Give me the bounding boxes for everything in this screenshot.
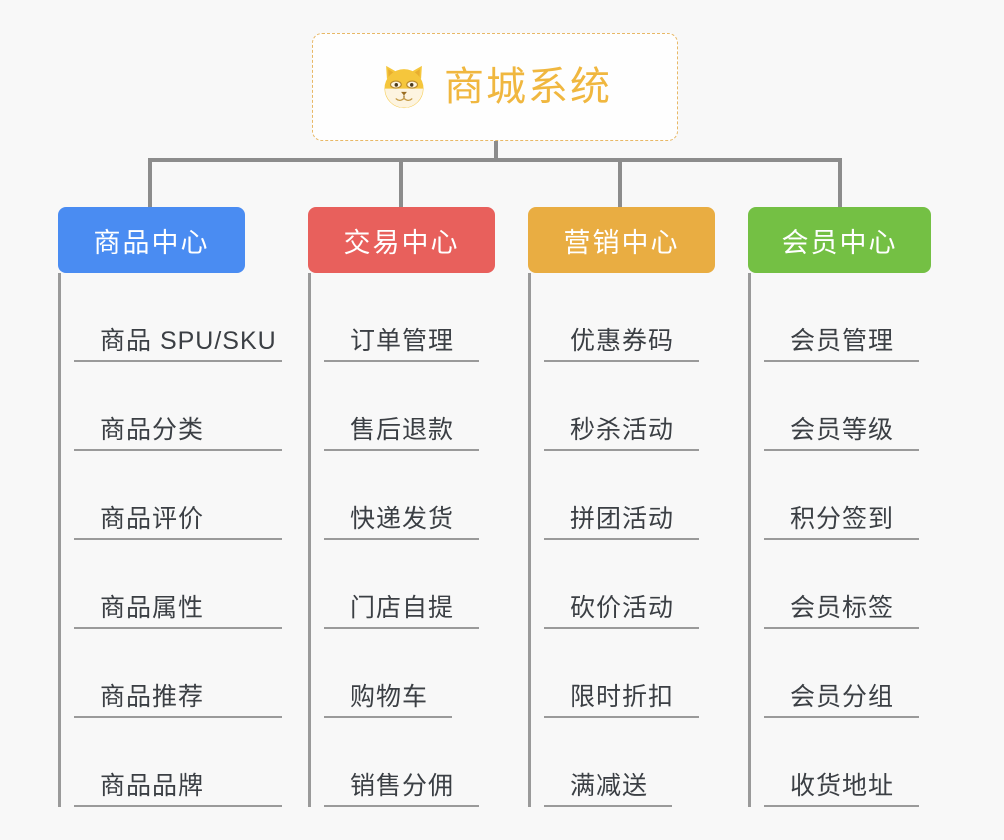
branch-item-list-trade: 订单管理 售后退款 快递发货 门店自提 购物车 销售分佣 [308,273,495,807]
list-item-divider [764,627,919,629]
list-item-label: 拼团活动 [570,504,675,533]
list-item-label: 商品属性 [100,593,205,622]
list-item[interactable]: 会员分组 [764,629,931,718]
list-item-label: 会员分组 [790,682,895,711]
list-item-divider [324,449,479,451]
list-item[interactable]: 售后退款 [324,362,495,451]
list-item-label: 秒杀活动 [570,415,675,444]
list-item[interactable]: 商品评价 [74,451,282,540]
list-item[interactable]: 商品 SPU/SKU [74,273,282,362]
list-item-divider [74,538,282,540]
list-item[interactable]: 商品品牌 [74,718,282,807]
list-item-label: 商品评价 [100,504,205,533]
list-item-divider [74,805,282,807]
list-item-label: 商品分类 [100,415,205,444]
branch-column-product: 商品中心 商品 SPU/SKU 商品分类 商品评价 商品属性 商品推荐 [58,207,282,807]
list-item-divider [764,538,919,540]
branch-header-marketing[interactable]: 营销中心 [528,207,715,273]
connector-horizontal-bus [150,158,840,162]
list-item-divider [544,449,699,451]
branch-column-trade: 交易中心 订单管理 售后退款 快递发货 门店自提 购物车 [308,207,495,807]
branch-header-member[interactable]: 会员中心 [748,207,931,273]
list-item[interactable]: 门店自提 [324,540,495,629]
list-item-divider [544,538,699,540]
connector-drop-branch-2 [618,158,622,208]
list-item[interactable]: 快递发货 [324,451,495,540]
list-item-divider [74,627,282,629]
list-item-label: 门店自提 [350,593,455,622]
list-item[interactable]: 优惠券码 [544,273,715,362]
branch-header-trade[interactable]: 交易中心 [308,207,495,273]
list-item-divider [74,360,282,362]
connector-root-stem [494,141,498,162]
list-item-divider [764,360,919,362]
branch-header-label: 营销中心 [563,227,680,258]
list-item-label: 销售分佣 [350,771,455,800]
list-item-divider [324,716,452,718]
list-item-divider [544,360,699,362]
list-item-label: 商品 SPU/SKU [100,326,277,355]
branch-header-label: 交易中心 [343,227,460,258]
list-item[interactable]: 商品推荐 [74,629,282,718]
branch-header-product[interactable]: 商品中心 [58,207,245,273]
list-item[interactable]: 会员等级 [764,362,931,451]
list-item-label: 订单管理 [350,326,455,355]
branch-header-label: 会员中心 [781,227,898,258]
list-item[interactable]: 销售分佣 [324,718,495,807]
list-item-label: 砍价活动 [570,593,675,622]
branch-column-marketing: 营销中心 优惠券码 秒杀活动 拼团活动 砍价活动 限时折扣 [528,207,715,807]
list-item-label: 积分签到 [790,504,895,533]
list-item[interactable]: 拼团活动 [544,451,715,540]
connector-drop-branch-3 [838,158,842,208]
list-item-label: 购物车 [350,682,429,711]
list-item-divider [324,805,479,807]
list-item-label: 满减送 [570,771,649,800]
list-item-divider [544,805,672,807]
branch-column-member: 会员中心 会员管理 会员等级 积分签到 会员标签 会员分组 [748,207,931,807]
branch-header-label: 商品中心 [93,227,210,258]
list-item-divider [764,449,919,451]
list-item-label: 会员等级 [790,415,895,444]
list-item-label: 快递发货 [350,504,455,533]
list-item-divider [764,716,919,718]
list-item[interactable]: 限时折扣 [544,629,715,718]
list-item[interactable]: 购物车 [324,629,495,718]
list-item-label: 售后退款 [350,415,455,444]
list-item-divider [544,716,699,718]
list-item[interactable]: 会员标签 [764,540,931,629]
list-item-divider [324,360,479,362]
list-item-label: 收货地址 [790,771,895,800]
branch-item-list-product: 商品 SPU/SKU 商品分类 商品评价 商品属性 商品推荐 商品品牌 [58,273,282,807]
root-node[interactable]: 商城系统 [312,33,678,141]
list-item-label: 商品推荐 [100,682,205,711]
list-item[interactable]: 砍价活动 [544,540,715,629]
list-item-label: 会员管理 [790,326,895,355]
list-item[interactable]: 会员管理 [764,273,931,362]
list-item-label: 限时折扣 [570,682,675,711]
list-item[interactable]: 满减送 [544,718,715,807]
list-item[interactable]: 秒杀活动 [544,362,715,451]
list-item-divider [74,716,282,718]
list-item[interactable]: 商品属性 [74,540,282,629]
list-item-divider [324,538,479,540]
list-item-divider [764,805,919,807]
connector-drop-branch-0 [148,158,152,208]
branch-item-list-marketing: 优惠券码 秒杀活动 拼团活动 砍价活动 限时折扣 满减送 [528,273,715,807]
list-item-label: 会员标签 [790,593,895,622]
list-item-divider [324,627,479,629]
list-item-label: 商品品牌 [100,771,205,800]
list-item[interactable]: 商品分类 [74,362,282,451]
list-item[interactable]: 积分签到 [764,451,931,540]
list-item[interactable]: 收货地址 [764,718,931,807]
connector-drop-branch-1 [399,158,403,208]
list-item-label: 优惠券码 [570,326,675,355]
list-item-divider [544,627,699,629]
list-item[interactable]: 订单管理 [324,273,495,362]
list-item-divider [74,449,282,451]
root-title: 商城系统 [444,65,612,109]
shiba-dog-face-icon [378,61,430,113]
branch-item-list-member: 会员管理 会员等级 积分签到 会员标签 会员分组 收货地址 [748,273,931,807]
